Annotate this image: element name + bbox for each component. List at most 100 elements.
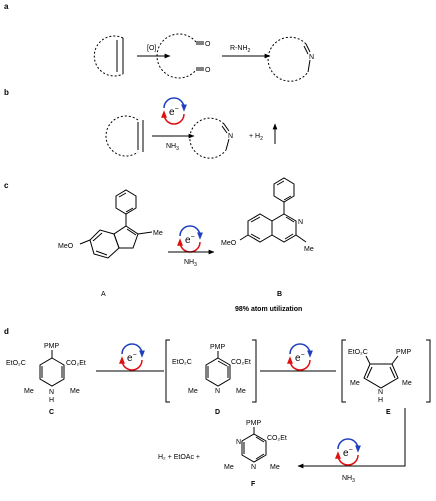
bracket-right <box>426 339 431 403</box>
ester-label: EtO₂C <box>172 359 192 366</box>
cyclopentene-ring <box>113 225 139 249</box>
svg-text:e−: e− <box>343 447 353 459</box>
electron-icon: e− <box>287 343 313 371</box>
methyl-label: Me <box>236 388 246 395</box>
dashed-ring <box>105 115 139 157</box>
compound-e-label: E <box>386 409 391 416</box>
phenyl-ring <box>273 177 295 203</box>
ester-label: CO₂Et <box>66 360 86 367</box>
electron-symbol: e <box>127 353 133 364</box>
methyl-label: Me <box>24 388 34 395</box>
electron-charge: − <box>349 447 353 454</box>
reagent-subscript: 3 <box>352 478 355 484</box>
pyridine-ring <box>205 357 231 387</box>
reagent-label: NH <box>342 475 352 482</box>
reagent-subscript: 3 <box>194 262 197 268</box>
compound-f-label: F <box>251 481 256 488</box>
electron-symbol: e <box>169 107 175 118</box>
panel-d-label: d <box>4 327 9 336</box>
svg-text:e−: e− <box>295 352 305 364</box>
compound-d-label: D <box>215 409 220 416</box>
methyl-label: Me <box>188 388 198 395</box>
dihydropyridine-ring <box>39 357 65 387</box>
dashed-ring <box>267 36 309 82</box>
ester-label: EtO₂C <box>6 360 26 367</box>
benzo-ring <box>89 229 120 259</box>
reagent-label: NH <box>166 143 176 150</box>
reagent-subscript: 3 <box>176 146 179 152</box>
compound-a-label: A <box>101 291 106 298</box>
electron-charge: − <box>175 106 179 113</box>
pyridine-ring <box>271 213 297 243</box>
panel-b: e− NH3 N + H2 <box>105 97 278 159</box>
electron-icon: e− <box>177 225 203 253</box>
ester-label: EtO₂C <box>348 349 368 356</box>
benzo-ring <box>247 213 273 243</box>
hydrogen-atom: H <box>49 397 54 404</box>
electron-charge: − <box>191 234 195 241</box>
oxygen-atom: O <box>205 67 211 74</box>
compound-c-label: C <box>49 409 54 416</box>
hydrogen-byproduct: + H <box>249 133 260 140</box>
compound-b-label: B <box>277 291 282 298</box>
phenyl-ring <box>115 189 137 215</box>
svg-text:e−: e− <box>127 352 137 364</box>
panel-a-label: a <box>4 2 9 11</box>
methyl-label: Me <box>270 464 280 471</box>
svg-text:NH3: NH3 <box>342 475 355 484</box>
electron-icon: e− <box>335 438 361 466</box>
pmp-label: PMP <box>210 344 226 351</box>
electron-symbol: e <box>185 235 191 246</box>
panel-c-label: c <box>4 181 9 190</box>
electron-icon: e− <box>119 343 145 371</box>
nitrogen-atom: N <box>228 133 233 140</box>
panel-a: [O] O O R-NH2 N <box>93 33 314 82</box>
reagent-label: NH <box>184 259 194 266</box>
ester-label: CO₂Et <box>267 435 287 442</box>
svg-text:NH3: NH3 <box>184 259 197 268</box>
oxygen-atom: O <box>205 41 211 48</box>
nitrogen-atom: N <box>215 388 220 395</box>
electron-icon: e− <box>161 97 187 125</box>
panel-c: Me MeO A e− NH3 N Me MeO B <box>58 177 314 313</box>
dashed-ring <box>189 117 227 159</box>
svg-text:e−: e− <box>169 106 179 118</box>
byproducts-label: H₂ + EtOAc + <box>158 454 200 461</box>
methyl-label: Me <box>402 380 412 387</box>
hydrogen-atom: H <box>378 397 383 404</box>
nitrogen-atom: N <box>378 389 383 396</box>
ester-label: CO₂Et <box>231 359 251 366</box>
pmp-label: PMP <box>396 349 412 356</box>
dashed-ring <box>93 35 124 77</box>
amine-subscript: 2 <box>248 48 251 54</box>
methyl-label: Me <box>350 380 360 387</box>
pyrrole-ring <box>363 363 399 389</box>
electron-charge: − <box>133 352 137 359</box>
electron-symbol: e <box>343 448 349 459</box>
nitrogen-atom: N <box>251 464 256 471</box>
nitrogen-atom: N <box>309 54 314 61</box>
nitrogen-atom: N <box>236 439 241 446</box>
pmp-label: PMP <box>44 343 60 350</box>
reaction-arrow <box>297 408 406 469</box>
atom-utilization-note: 98% atom utilization <box>235 306 302 313</box>
nitrogen-atom: N <box>49 389 54 396</box>
amine-label: R-NH <box>230 45 248 52</box>
methoxy-label: MeO <box>221 240 237 247</box>
panel-d: PMP EtO₂C CO₂Et Me Me N H C e− PMP EtO₂C… <box>6 339 431 488</box>
svg-text:NH3: NH3 <box>166 143 179 152</box>
methyl-label: Me <box>304 246 314 253</box>
methoxy-label: MeO <box>58 243 74 250</box>
dashed-ring <box>156 33 197 79</box>
panel-b-label: b <box>4 88 9 97</box>
methyl-label: Me <box>224 464 234 471</box>
hydrogen-subscript: 2 <box>260 136 263 142</box>
oxidant-label: [O] <box>147 45 156 52</box>
methyl-label: Me <box>153 230 163 237</box>
pyrimidine-ring <box>241 433 267 463</box>
svg-text:e−: e− <box>185 234 195 246</box>
nitrogen-atom: N <box>298 219 303 226</box>
electron-charge: − <box>301 352 305 359</box>
bracket-right <box>252 339 257 403</box>
electron-symbol: e <box>295 353 301 364</box>
